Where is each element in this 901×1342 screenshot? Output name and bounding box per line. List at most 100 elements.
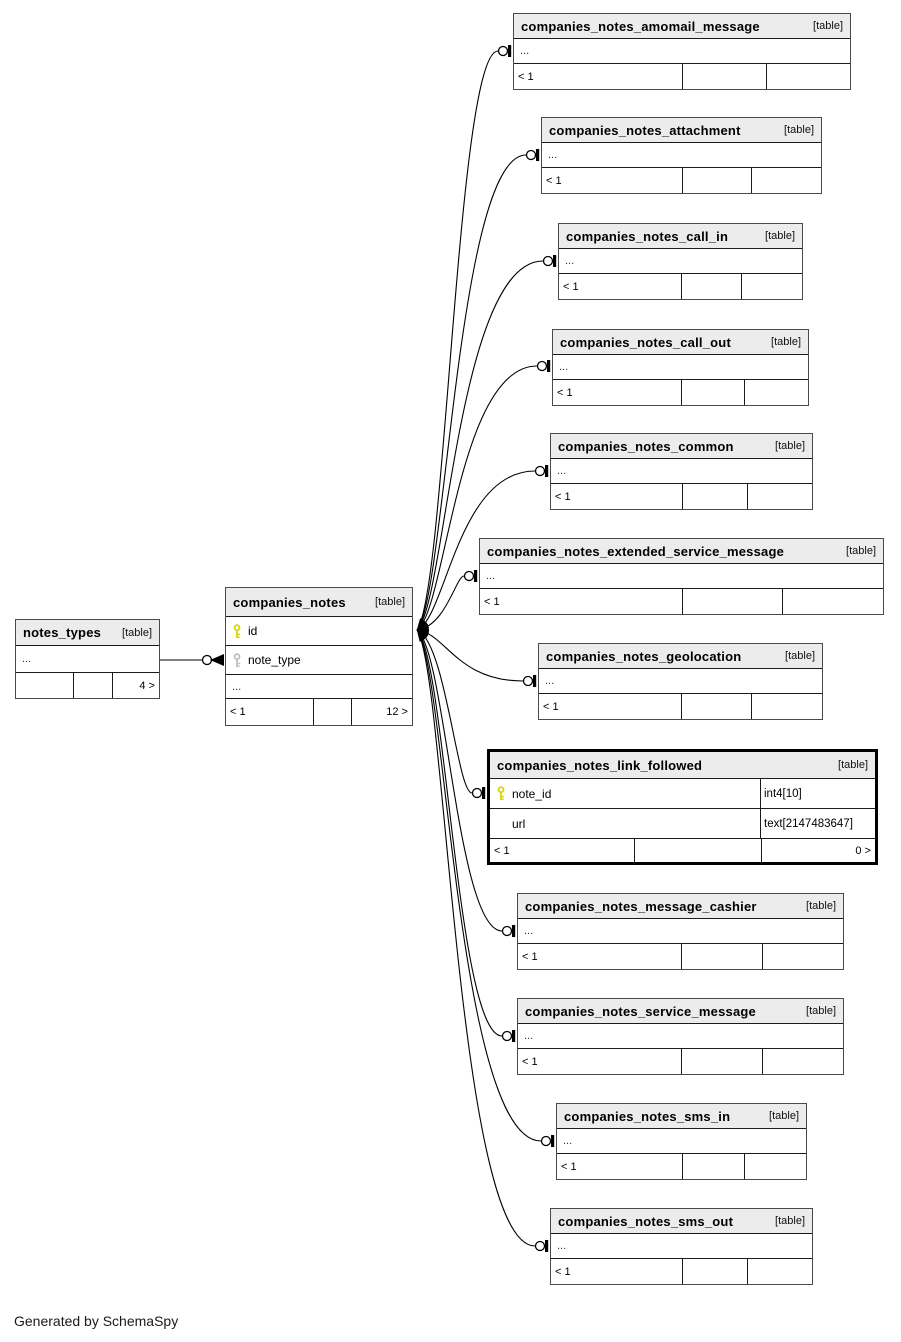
footer-cell [16, 673, 73, 698]
relationship-edge [416, 629, 503, 1037]
column-row[interactable]: id [226, 617, 412, 646]
cardinality-circle [501, 925, 513, 937]
cardinality-circle [536, 360, 548, 372]
cardinality-circle [534, 1240, 546, 1252]
footer-cell [766, 64, 850, 89]
foreign-key-icon [233, 652, 240, 667]
table-footer: < 1 [539, 694, 822, 719]
columns-ellipsis: ... [514, 39, 850, 64]
columns-ellipsis: ... [557, 1129, 806, 1154]
cardinality-bar [536, 149, 540, 161]
table-footer: < 1 [542, 168, 821, 193]
table-name: companies_notes_amomail_message [521, 18, 760, 34]
table-companies_notes_link_followed[interactable]: companies_notes_link_followed[table]note… [487, 749, 878, 865]
table-type-tag: [table] [375, 596, 405, 608]
table-name: companies_notes_geolocation [546, 648, 742, 664]
column-row[interactable]: note_type [226, 646, 412, 675]
table-header: companies_notes_geolocation[table] [539, 644, 822, 669]
cardinality-circle [522, 675, 534, 687]
footer-cell [680, 1049, 762, 1074]
table-header: companies_notes_amomail_message[table] [514, 14, 850, 39]
table-companies_notes_amomail_message[interactable]: companies_notes_amomail_message[table]..… [513, 13, 851, 90]
footer-cell: < 1 [561, 1160, 577, 1173]
cardinality-bar [553, 255, 557, 267]
footer-cell [682, 64, 766, 89]
cardinality-bar [551, 1135, 555, 1147]
footer-cell: < 1 [555, 1265, 571, 1278]
table-header: companies_notes [table] [226, 588, 412, 617]
cardinality-circle [525, 149, 537, 161]
table-type-tag: [table] [784, 124, 814, 136]
table-companies_notes_sms_in[interactable]: companies_notes_sms_in[table]... < 1 [556, 1103, 807, 1180]
table-type-tag: [table] [806, 900, 836, 912]
relationship-edge [416, 470, 536, 631]
table-header: companies_notes_call_out[table] [553, 330, 808, 355]
table-header: companies_notes_call_in[table] [559, 224, 802, 249]
table-footer: < 1 [480, 589, 883, 614]
columns-ellipsis: ... [16, 646, 159, 673]
footer-cell: 4 > [111, 673, 159, 698]
table-companies_notes_common[interactable]: companies_notes_common[table]...< 1 [550, 433, 813, 510]
relationship-edge [416, 629, 542, 1142]
footer-cell: < 1 [546, 174, 562, 187]
table-type-tag: [table] [806, 1005, 836, 1017]
table-companies_notes_message_cashier[interactable]: companies_notes_message_cashier[table]..… [517, 893, 844, 970]
table-notes_types[interactable]: notes_types[table]...4 > [15, 619, 160, 699]
table-companies_notes_call_out[interactable]: companies_notes_call_out[table]...< 1 [552, 329, 809, 406]
table-companies_notes_sms_out[interactable]: companies_notes_sms_out[table]... < 1 [550, 1208, 813, 1285]
cardinality-bar [474, 570, 478, 582]
table-header: companies_notes_sms_in[table] [557, 1104, 806, 1129]
footer-cell [73, 673, 112, 698]
table-header: companies_notes_common[table] [551, 434, 812, 459]
table-type-tag: [table] [846, 545, 876, 557]
arrowhead [210, 654, 224, 666]
table-companies_notes_call_in[interactable]: companies_notes_call_in[table]...< 1 [558, 223, 803, 300]
footer-cell [761, 944, 843, 969]
cardinality-circle [497, 45, 509, 57]
footer-cell [681, 1259, 747, 1284]
cardinality-circle [501, 1030, 513, 1042]
primary-key-icon [233, 623, 240, 638]
cardinality-circle [540, 1135, 552, 1147]
table-footer: < 1 [559, 274, 802, 299]
table-companies_notes_geolocation[interactable]: companies_notes_geolocation[table]...< 1 [538, 643, 823, 720]
table-type-tag: [table] [122, 626, 152, 639]
table-companies_notes_service_message[interactable]: companies_notes_service_message[table]..… [517, 998, 844, 1075]
table-type-tag: [table] [765, 230, 795, 242]
cardinality-bar [508, 45, 512, 57]
columns-ellipsis: ... [551, 459, 812, 484]
table-companies_notes_attachment[interactable]: companies_notes_attachment[table]...< 1 [541, 117, 822, 194]
footer-cell [313, 699, 350, 725]
footer-cell: < 1 [522, 1055, 538, 1068]
footer-cell [680, 944, 762, 969]
relationship-edge [416, 627, 524, 682]
relationship-edge [416, 575, 465, 633]
table-type-tag: [table] [775, 440, 805, 452]
table-header: companies_notes_sms_out[table] [551, 1209, 812, 1234]
footer-cell [744, 380, 808, 405]
table-name: companies_notes_link_followed [497, 757, 703, 773]
table-footer: < 1 [551, 484, 812, 509]
table-header: notes_types[table] [16, 620, 159, 646]
table-footer: 4 > [16, 673, 159, 698]
table-name: companies_notes_sms_out [558, 1213, 734, 1229]
table-footer: < 1 [557, 1154, 806, 1179]
table-header: companies_notes_attachment[table] [542, 118, 821, 143]
columns-ellipsis: ... [551, 1234, 812, 1259]
relationship-edge [416, 365, 538, 631]
footer-cell [746, 1259, 812, 1284]
cardinality-bar [512, 925, 516, 937]
column-type: text[2147483647] [760, 809, 875, 838]
column-type: int4[10] [760, 779, 875, 808]
table-type-tag: [table] [769, 1110, 799, 1122]
footer-cell [751, 694, 822, 719]
table-companies_notes_extended_service_message[interactable]: companies_notes_extended_service_message… [479, 538, 884, 615]
footer-cell: < 1 [522, 950, 538, 963]
cardinality-bar [547, 360, 551, 372]
table-type-tag: [table] [771, 336, 801, 348]
table-name: companies_notes [233, 594, 346, 610]
